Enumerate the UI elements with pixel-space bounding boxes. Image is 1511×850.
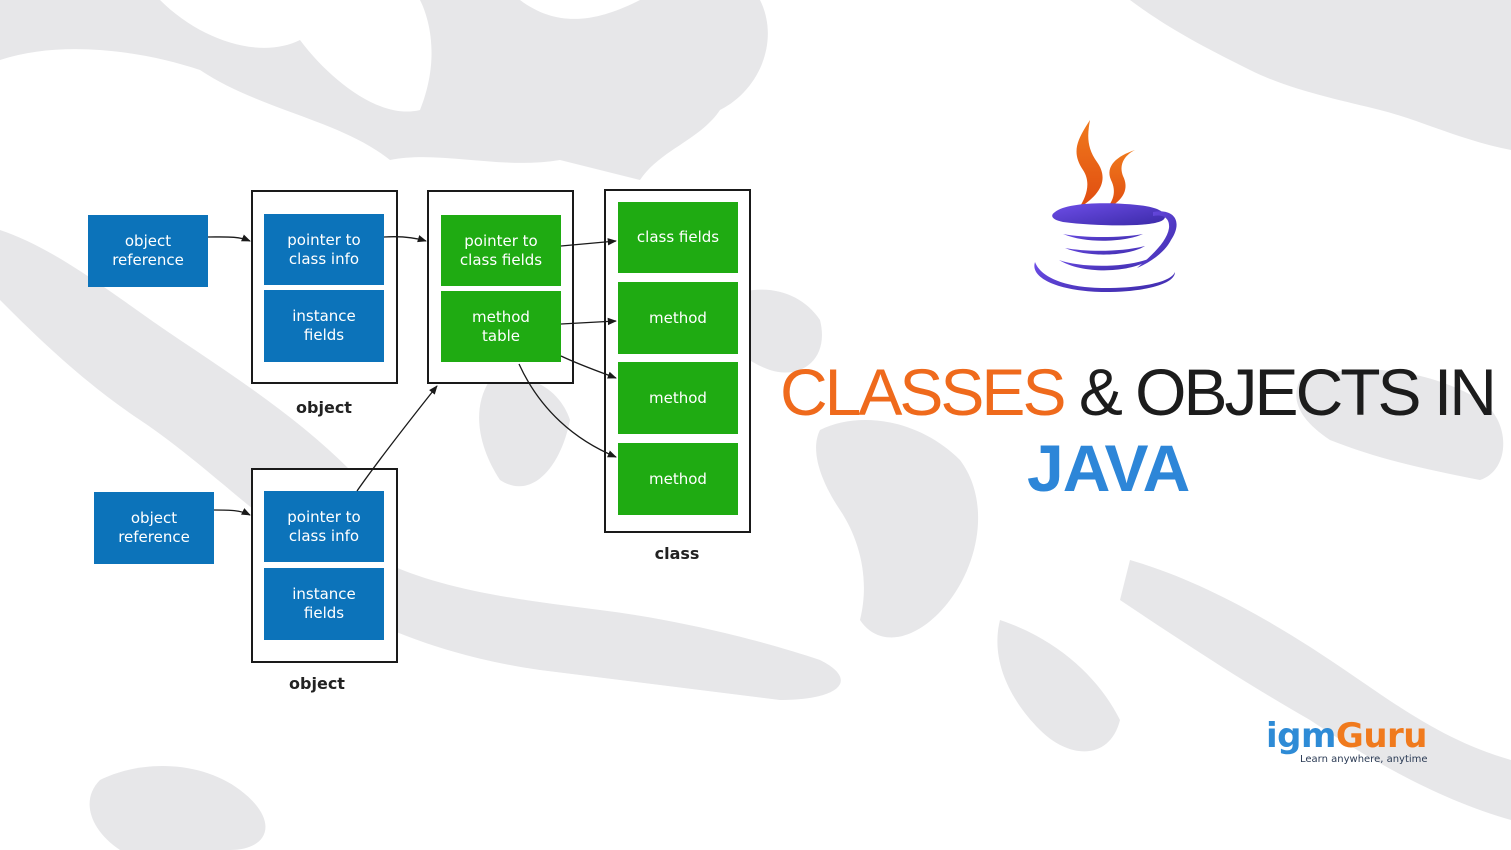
object-reference-box-1: object reference <box>88 215 208 287</box>
object-reference-box-2: object reference <box>94 492 214 564</box>
class-fields-box: class fields <box>618 202 738 273</box>
brand-name: igmGuru <box>1266 716 1428 756</box>
title-objects-in: & OBJECTS IN <box>1078 355 1497 429</box>
class-caption: class <box>654 544 700 563</box>
igmguru-logo: igmGuru Learn anywhere, anytime <box>1262 716 1442 776</box>
method-box-1: method <box>618 282 738 354</box>
pointer-to-class-info-box-1: pointer to class info <box>264 214 384 285</box>
method-box-2: method <box>618 362 738 434</box>
instance-fields-box-1: instance fields <box>264 290 384 362</box>
pointer-to-class-info-box-2: pointer to class info <box>264 491 384 562</box>
title-classes: CLASSES <box>780 355 1066 429</box>
pointer-to-class-fields-box: pointer to class fields <box>441 215 561 286</box>
object-caption-2: object <box>289 674 345 693</box>
brand-tagline: Learn anywhere, anytime <box>1300 754 1428 765</box>
page-title-line-1: CLASSES & OBJECTS IN <box>780 352 1497 432</box>
page-title-java: JAVA <box>1027 431 1190 505</box>
object-caption-1: object <box>296 398 352 417</box>
brand-name-part1: igm <box>1266 716 1336 756</box>
method-box-3: method <box>618 443 738 515</box>
instance-fields-box-2: instance fields <box>264 568 384 640</box>
method-table-box: method table <box>441 291 561 362</box>
brand-name-part2: Guru <box>1335 716 1428 756</box>
java-coffee-cup-icon <box>1034 120 1177 292</box>
